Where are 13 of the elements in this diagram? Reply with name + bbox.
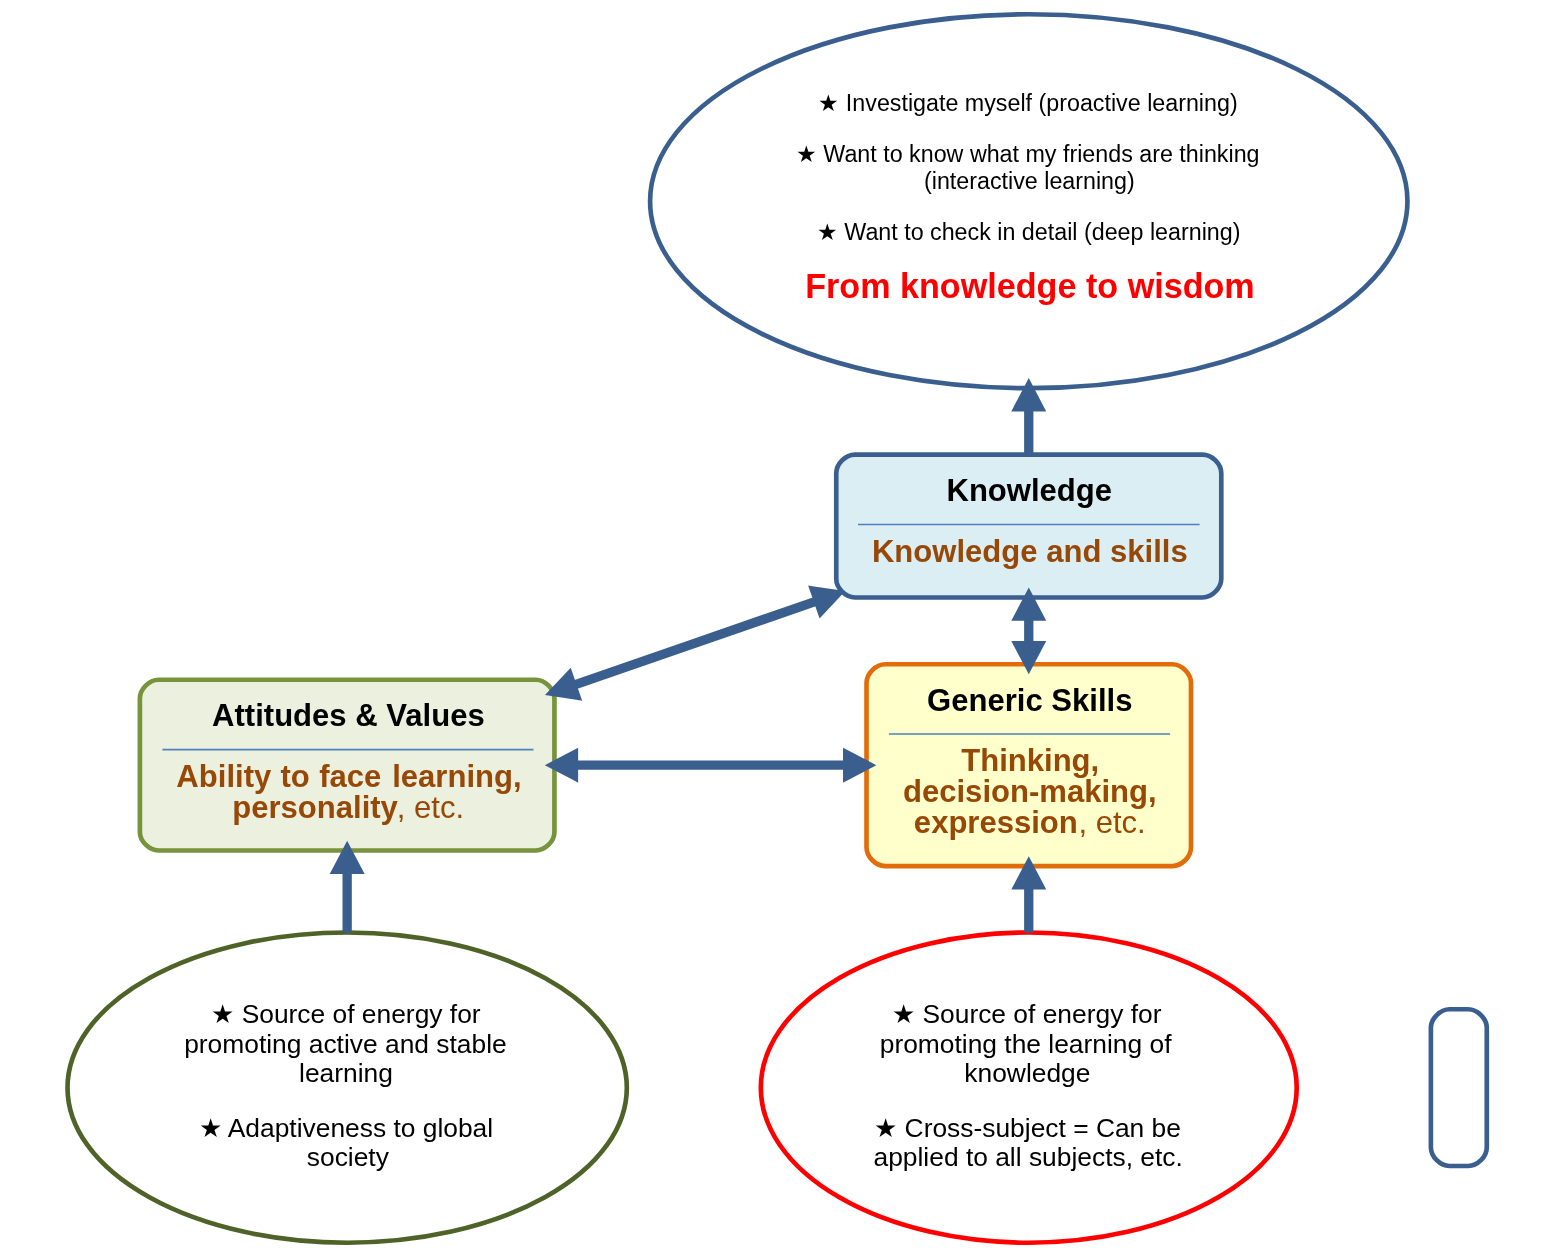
node-box: Generic Skills Thinking, decision-making, expression, etc. [864, 661, 1194, 869]
node-box: Knowledge Knowledge and skills [833, 452, 1224, 600]
arrow [544, 747, 877, 783]
node-box: Attitudes & Values Ability to face learning, personality, etc. [137, 677, 557, 853]
arrow [544, 585, 846, 701]
node-box [1428, 1006, 1490, 1169]
arrow [1011, 587, 1047, 675]
node-ellipse: ★ Source of energy for promoting the learning of knowledge ★ Cross-subject = Can be applied to all subjects, etc. [758, 930, 1300, 1246]
node-ellipse: ★ Source of energy for promoting active and stable learning ★ Adaptiveness to global society [65, 930, 630, 1246]
node-ellipse: ★ Investigate myself (proactive learning) ★ Want to know what my friends are thinking (interactive learning) ★ Want to check in detail (deep learning) From knowledge to wisdom [647, 11, 1410, 391]
arrow [1011, 856, 1047, 933]
arrow [329, 840, 365, 933]
arrow [1011, 378, 1047, 455]
